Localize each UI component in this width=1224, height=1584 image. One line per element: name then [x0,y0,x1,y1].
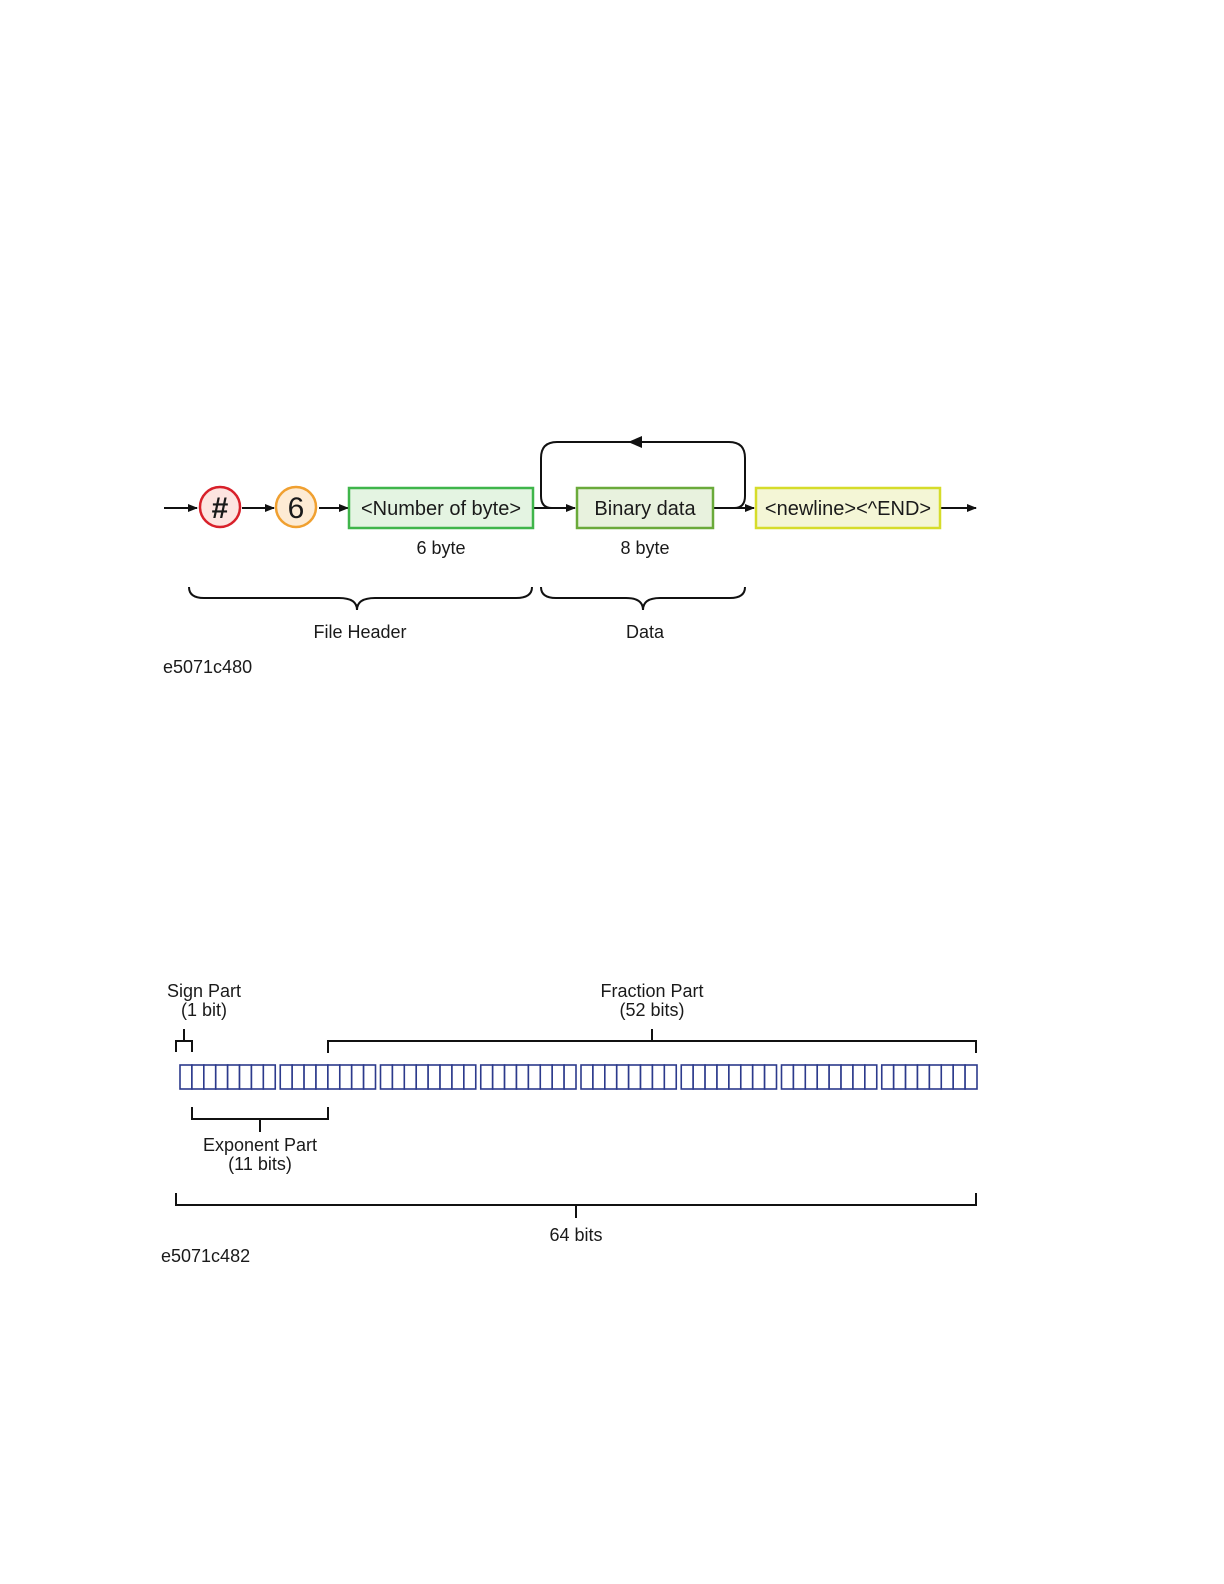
bit-cell [782,1065,794,1089]
bit-cell [440,1065,452,1089]
bit-cell [753,1065,765,1089]
bit-cell [493,1065,505,1089]
newline-end-label: <newline><^END> [765,498,931,520]
bit-cell [352,1065,364,1089]
file-header-label: File Header [313,622,406,642]
exponent-part-bits: (11 bits) [228,1154,292,1174]
bit-cell [180,1065,192,1089]
bit-cell [593,1065,605,1089]
six-label: 6 [288,492,305,525]
bit-cell [953,1065,965,1089]
sign-part-title: Sign Part [167,981,241,1001]
file-header-brace [189,587,532,610]
bit-cell [240,1065,252,1089]
bit-cell [263,1065,275,1089]
bit-cell [528,1065,540,1089]
double-format-diagram: Sign Part (1 bit) Fraction Part (52 bits… [161,981,977,1266]
total-bracket [176,1193,976,1218]
total-bits-label: 64 bits [549,1225,602,1245]
bit-cell [228,1065,240,1089]
bit-cell [381,1065,393,1089]
bit-cell [641,1065,653,1089]
exponent-part-title: Exponent Part [203,1135,317,1155]
bit-cell [581,1065,593,1089]
bit-cell [216,1065,228,1089]
bit-cell [793,1065,805,1089]
bit-cell [693,1065,705,1089]
bit-cell [906,1065,918,1089]
bit-cell [729,1065,741,1089]
bit-cell [328,1065,340,1089]
bit-cells [180,1065,977,1089]
sign-part-bracket [176,1029,192,1052]
bit-cell [516,1065,528,1089]
block-syntax-diagram: # 6 <Number of byte> 6 byte Binary data … [163,436,976,677]
bit-cell [817,1065,829,1089]
bit-cell [941,1065,953,1089]
bit-cell [882,1065,894,1089]
bit-cell [364,1065,376,1089]
number-of-byte-size: 6 byte [416,538,465,558]
bit-cell [652,1065,664,1089]
bit-cell [428,1065,440,1089]
sign-part-bits: (1 bit) [181,1000,227,1020]
bit-cell [841,1065,853,1089]
bit-cell [481,1065,493,1089]
bit-cell [917,1065,929,1089]
bit-cell [340,1065,352,1089]
loop-arrowhead [628,436,642,448]
bit-cell [316,1065,328,1089]
hash-label: # [212,492,229,525]
bit-cell [204,1065,216,1089]
bit-cell [717,1065,729,1089]
bit-cell [251,1065,263,1089]
binary-data-label: Binary data [594,498,696,520]
bit-cell [280,1065,292,1089]
bit-cell [464,1065,476,1089]
data-brace [541,587,745,610]
bit-cell [629,1065,641,1089]
bit-cell [304,1065,316,1089]
bit-cell [853,1065,865,1089]
bit-cell [192,1065,204,1089]
bit-cell [681,1065,693,1089]
bit-cell [865,1065,877,1089]
bit-cell [741,1065,753,1089]
data-label: Data [626,622,665,642]
bit-cell [765,1065,777,1089]
binary-data-size: 8 byte [620,538,669,558]
bit-cell [705,1065,717,1089]
bit-cell [894,1065,906,1089]
bit-cell [292,1065,304,1089]
bit-cell [392,1065,404,1089]
bit-cell [416,1065,428,1089]
fraction-part-title: Fraction Part [600,981,703,1001]
bit-cell [540,1065,552,1089]
bit-cell [505,1065,517,1089]
figure-id-482: e5071c482 [161,1246,250,1266]
bit-cell [404,1065,416,1089]
bit-cell [605,1065,617,1089]
fraction-part-bracket [328,1029,976,1053]
bit-cell [452,1065,464,1089]
figure-id-480: e5071c480 [163,657,252,677]
bit-cell [929,1065,941,1089]
number-of-byte-label: <Number of byte> [361,498,521,520]
bit-cell [564,1065,576,1089]
bit-cell [965,1065,977,1089]
exponent-part-bracket [192,1107,328,1132]
fraction-part-bits: (52 bits) [619,1000,684,1020]
bit-cell [664,1065,676,1089]
bit-cell [617,1065,629,1089]
bit-cell [829,1065,841,1089]
bit-cell [805,1065,817,1089]
bit-cell [552,1065,564,1089]
